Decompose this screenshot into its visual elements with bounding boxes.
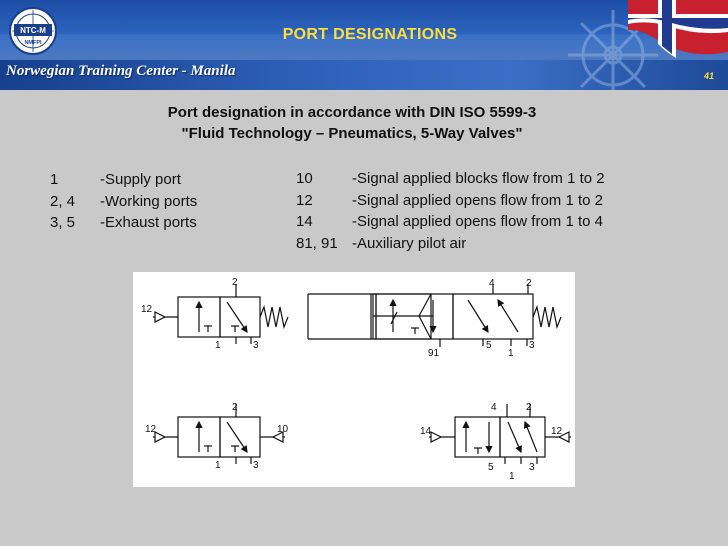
port-description: -Signal applied opens flow from 1 to 4 (352, 213, 603, 230)
port-label: 3 (253, 340, 259, 351)
port-description: -Working ports (100, 192, 198, 210)
port-label: 3 (529, 462, 535, 473)
port-label: 2 (232, 277, 238, 288)
port-label: 12 (141, 304, 153, 315)
port-label: 1 (509, 471, 515, 482)
subtitle-line-2: "Fluid Technology – Pneumatics, 5-Way Va… (181, 125, 523, 142)
valve-5-2-double-pilot (429, 404, 571, 464)
port-label: 1 (508, 348, 514, 359)
ntcm-logo-icon: NTC-M NMFPI (9, 7, 57, 55)
port-number: 2, 4 (50, 192, 76, 210)
port-label: 5 (488, 462, 494, 473)
organization-name: Norwegian Training Center - Manila (6, 63, 236, 79)
port-label: 3 (253, 460, 259, 471)
port-description: -Exhaust ports (100, 214, 197, 231)
port-label: 4 (491, 402, 497, 413)
logo-subtext: NMFPI (24, 40, 42, 46)
port-number: 12 (296, 191, 313, 209)
ship-wheel-icon (568, 10, 658, 90)
port-label: 5 (486, 340, 492, 351)
valve-3-2-spring-return (153, 284, 289, 344)
page-title: PORT DESIGNATIONS (282, 26, 458, 43)
port-description: -Auxiliary pilot air (352, 234, 467, 252)
valve-diagram-panel: 2 12 1 3 4 2 91 5 1 3 (133, 272, 575, 487)
norwegian-flag-icon (628, 0, 728, 58)
port-number: 14 (296, 213, 313, 230)
port-label: 1 (215, 340, 221, 351)
valve-symbols-svg: 2 12 1 3 4 2 91 5 1 3 (141, 277, 571, 482)
port-description: -Supply port (100, 171, 181, 188)
port-label: 91 (428, 348, 440, 359)
port-label: 10 (277, 424, 289, 435)
port-label: 12 (145, 424, 157, 435)
header-banner: NTC-M NMFPI PORT DESIGNATIONS Norwegian … (0, 0, 728, 90)
port-label: 2 (526, 402, 532, 413)
port-label: 2 (232, 402, 238, 413)
port-description: -Signal applied blocks flow from 1 to 2 (352, 170, 605, 187)
slide-number: 41 (703, 71, 714, 81)
port-label: 2 (526, 278, 532, 289)
subtitle-line-1: Port designation in accordance with DIN … (167, 104, 537, 121)
port-label: 12 (551, 426, 563, 437)
port-label: 14 (420, 426, 432, 437)
port-number: 1 (50, 171, 59, 188)
valve-3-2-double-pilot (153, 404, 285, 464)
port-description: -Signal applied opens flow from 1 to 2 (352, 191, 603, 209)
port-label: 1 (215, 460, 221, 471)
valve-5-2-aux-pilot (307, 284, 562, 347)
port-label: 4 (489, 278, 495, 289)
logo-text: NTC-M (20, 26, 46, 35)
port-label: 3 (529, 340, 535, 351)
port-number: 81, 91 (296, 234, 338, 252)
port-number: 3, 5 (50, 214, 76, 231)
port-number: 10 (296, 170, 313, 187)
